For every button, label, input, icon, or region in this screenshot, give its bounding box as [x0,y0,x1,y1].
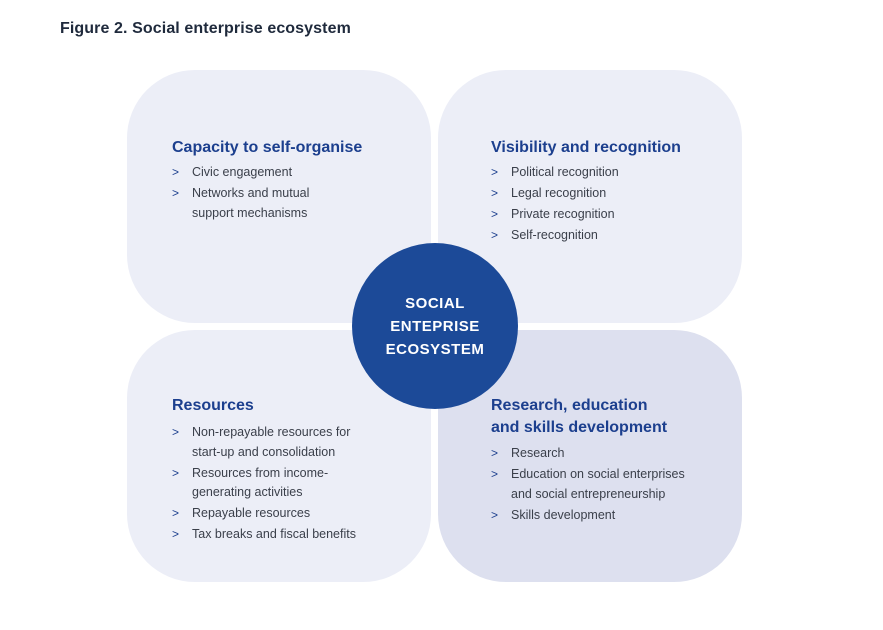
heading-visibility: Visibility and recognition [491,137,681,159]
list-item: > Repayable resources [172,504,412,524]
list-item: > Research [491,444,731,464]
list-item-line: Networks and mutual [192,186,310,200]
list-visibility: > Political recognition > Legal recognit… [491,163,731,247]
chevron-right-icon: > [491,207,499,221]
list-item-line: Non-repayable resources for [192,425,351,439]
list-research: > Research > Education on social enterpr… [491,444,731,527]
chevron-right-icon: > [172,165,180,179]
list-item-line: Private recognition [511,207,615,221]
list-capacity: > Civic engagement > Networks and mutual… [172,163,412,225]
list-item-line: Resources from income- [192,465,329,480]
list-item-line: and social entrepreneurship [511,486,666,501]
chevron-right-icon: > [491,228,499,242]
list-item: > Civic engagement [172,163,412,183]
chevron-right-icon: > [491,467,499,481]
chevron-right-icon: > [172,465,180,480]
list-item: > Political recognition [491,163,731,183]
list-item: > Legal recognition [491,184,731,204]
center-circle: SOCIAL ENTEPRISE ECOSYSTEM [352,243,518,409]
heading-line: Research, education [491,397,648,414]
heading-resources: Resources [172,395,254,417]
list-item-line: generating activities [192,485,303,499]
heading-line: Visibility and recognition [491,139,681,156]
chevron-right-icon: > [491,507,499,522]
list-item-line: Self-recognition [511,228,598,242]
list-item: > Self-recognition [491,226,731,246]
list-item-line: Repayable resources [192,506,311,520]
center-label: SOCIAL ENTEPRISE ECOSYSTEM [360,292,510,361]
list-item-line: Political recognition [511,165,619,179]
list-item-line: start-up and consolidation [192,444,336,459]
heading-line: Resources [172,397,254,414]
list-item: > Skills development [491,506,731,526]
list-item-line: Skills development [511,507,616,522]
chevron-right-icon: > [172,506,180,520]
chevron-right-icon: > [491,446,499,460]
center-label-line: SOCIAL [405,294,465,312]
chevron-right-icon: > [172,186,180,200]
list-item: > Tax breaks and fiscal benefits [172,525,412,545]
list-item-line: Legal recognition [511,186,607,200]
list-item: > Resources from income- generating acti… [172,464,412,503]
list-item-line: Research [511,446,565,460]
list-item-line: support mechanisms [192,205,308,220]
list-item: > Non-repayable resources for start-up a… [172,423,412,462]
list-item: > Private recognition [491,205,731,225]
list-item-line: Tax breaks and fiscal benefits [192,527,356,541]
chevron-right-icon: > [491,165,499,179]
list-item-line: Education on social enterprises [511,467,685,481]
figure-title: Figure 2. Social enterprise ecosystem [60,20,351,37]
heading-research: Research, education and skills developme… [491,395,667,439]
list-item-line: Civic engagement [192,165,293,179]
heading-line: and skills development [491,419,668,436]
heading-line: Capacity to self-organise [172,139,363,156]
list-item: > Education on social enterprises and so… [491,465,731,504]
center-label-line: ENTEPRISE [390,317,480,335]
heading-capacity: Capacity to self-organise [172,137,362,159]
list-resources: > Non-repayable resources for start-up a… [172,423,412,546]
list-item: > Networks and mutual support mechanisms [172,184,412,223]
chevron-right-icon: > [491,186,499,200]
chevron-right-icon: > [172,527,180,541]
center-label-line: ECOSYSTEM [385,340,485,358]
chevron-right-icon: > [172,425,180,439]
